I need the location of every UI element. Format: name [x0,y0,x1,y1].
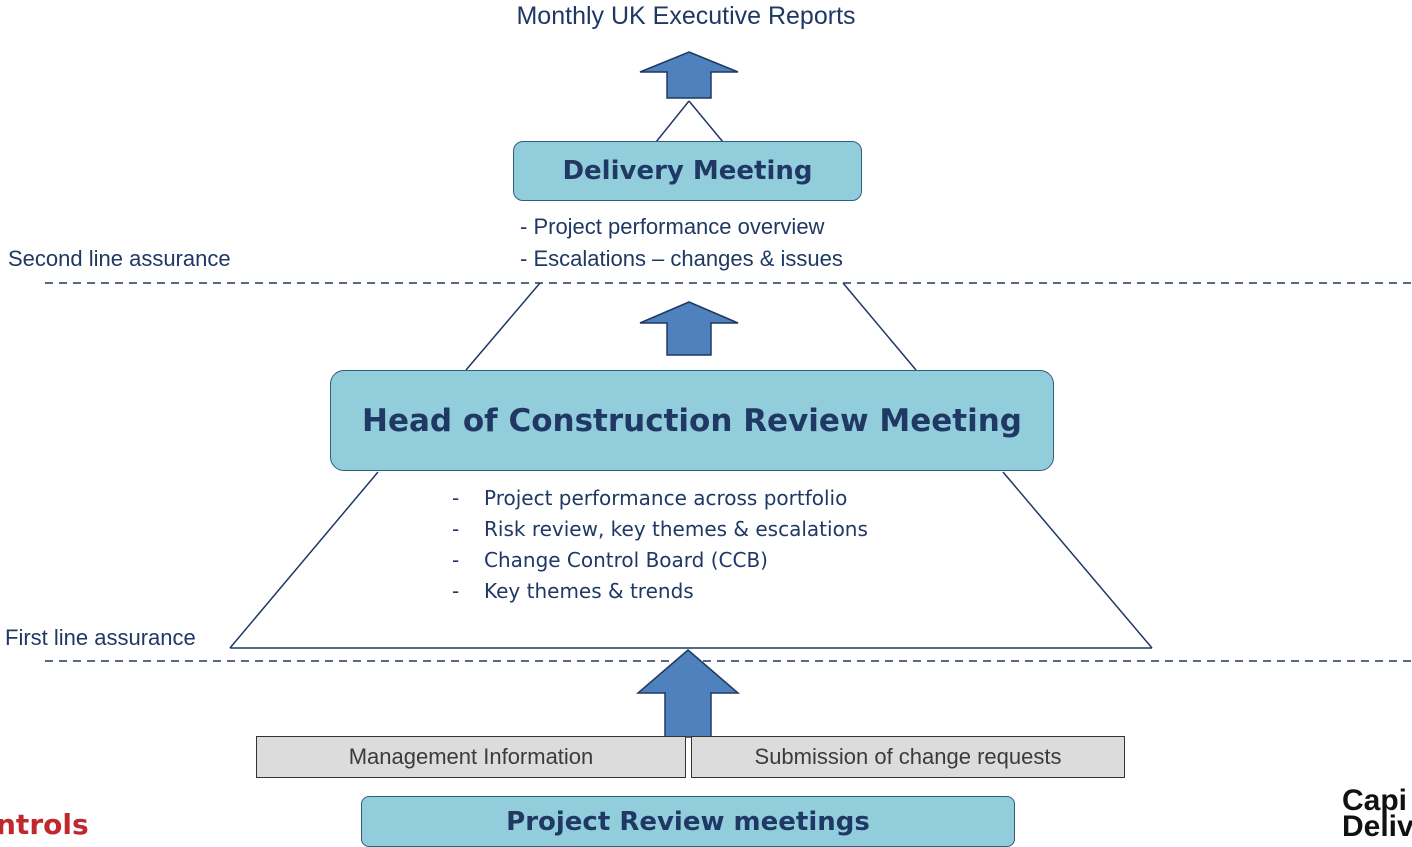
project-review-label: Project Review meetings [506,806,870,837]
management-information-box: Management Information [256,736,686,778]
up-arrow-icon-bottom [635,649,741,738]
head-meeting-label: Head of Construction Review Meeting [362,402,1022,439]
first-line-label: First line assurance [5,625,196,650]
second-line-label: Second line assurance [8,246,231,271]
list-item: -Change Control Board (CCB) [452,548,768,572]
change-requests-label: Submission of change requests [754,744,1062,769]
controls-logo-text: ntrols [0,808,89,841]
up-arrow-icon-top [639,51,739,99]
delivery-meeting-box: Delivery Meeting [513,141,862,201]
pyramid-top-left [655,100,690,143]
head-meeting-box: Head of Construction Review Meeting [330,370,1054,471]
list-item: -Project performance across portfolio [452,486,848,510]
logo-line-1: Capi [1342,784,1408,817]
delivery-item-2: - Escalations – changes & issues [520,246,843,271]
pyramid-mid-left [465,282,541,371]
pyramid-outline-right [1002,471,1153,649]
change-requests-box: Submission of change requests [691,736,1125,778]
list-item: -Risk review, key themes & escalations [452,517,868,541]
project-review-box: Project Review meetings [361,796,1015,847]
logo-line-2: Deliv [1342,810,1412,843]
management-information-label: Management Information [348,744,594,769]
delivery-meeting-label: Delivery Meeting [562,156,813,186]
page-title: Monthly UK Executive Reports [516,2,856,30]
controls-logo: ntrols [0,808,89,841]
delivery-item-1: - Project performance overview [520,214,825,239]
pyramid-top-right [688,100,724,143]
up-arrow-icon-middle [639,301,739,356]
capital-delivery-logo: Capi Deliv [1342,784,1412,843]
list-item: -Key themes & trends [452,579,694,603]
pyramid-outline-left [229,471,379,649]
pyramid-mid-right [842,282,917,371]
head-meeting-items: -Project performance across portfolio -R… [452,483,868,607]
